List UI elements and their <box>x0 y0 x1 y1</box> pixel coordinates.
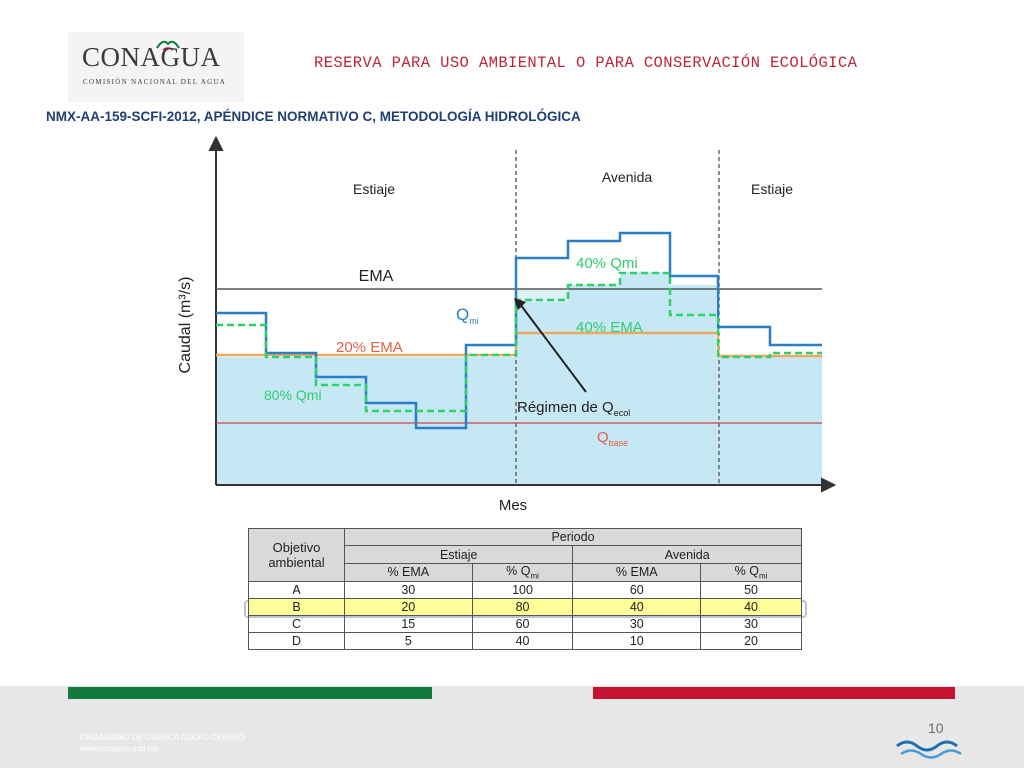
footer-band <box>0 686 1024 768</box>
table-row: C 15 60 30 30 <box>248 615 802 633</box>
period-label-estiaje-left: Estiaje <box>353 181 395 197</box>
annotation-40-qmi: 40% Qmi <box>576 255 638 272</box>
cell-objective: D <box>248 632 345 650</box>
footer-red-bar <box>593 687 955 699</box>
period-label-estiaje-right: Estiaje <box>751 181 793 197</box>
objective-header: Objetivo ambiental <box>248 528 345 582</box>
qbase-label-sub: base <box>609 438 629 448</box>
cell-estiaje-qmi: 40 <box>471 632 574 650</box>
cell-avenida-ema: 10 <box>572 632 702 650</box>
cell-estiaje-qmi: 60 <box>471 615 574 633</box>
col-qmi-sub: mi <box>758 571 768 581</box>
objective-header-line2: ambiental <box>268 555 325 570</box>
col-qmi-sub: mi <box>530 571 539 581</box>
cell-estiaje-ema: 30 <box>344 581 473 599</box>
cell-avenida-qmi: 50 <box>700 581 802 599</box>
qecol-area-upper <box>516 290 716 357</box>
col-header-avenida-ema: % EMA <box>572 562 702 583</box>
qecol-label: Régimen de Qecol <box>517 399 630 418</box>
cell-estiaje-qmi: 80 <box>471 598 574 616</box>
y-axis-label: Caudal (m³/s) <box>177 277 194 374</box>
qmi-label-main: Q <box>456 305 469 324</box>
qecol-label-main: Régimen de Q <box>517 399 614 416</box>
cell-avenida-ema: 40 <box>572 598 702 616</box>
col-header-avenida-qmi: % Qmi <box>700 562 802 583</box>
table-header-row-3: % EMA % Qmi % EMA % Qmi <box>249 562 802 583</box>
qbase-label-main: Q <box>597 429 609 446</box>
col-header-estiaje-ema: % EMA <box>344 562 473 583</box>
annotation-80-qmi: 80% Qmi <box>264 387 322 403</box>
axes <box>208 135 837 493</box>
cell-objective: C <box>248 615 345 633</box>
annotation-40-ema: 40% EMA <box>576 319 643 336</box>
table-row: A 30 100 60 50 <box>248 581 802 599</box>
table-header-row-1: Objetivo ambiental Periodo <box>248 527 802 582</box>
qecol-arrow <box>519 303 587 393</box>
qmi-label: Qmi <box>456 305 479 326</box>
cell-estiaje-ema: 15 <box>344 615 473 633</box>
cell-avenida-qmi: 30 <box>700 615 802 633</box>
cell-estiaje-ema: 20 <box>344 598 473 616</box>
objective-header-line1: Objetivo <box>272 540 321 555</box>
logo-subtext: COMISIÓN NACIONAL DEL AGUA <box>83 78 227 86</box>
hydrological-diagram: Caudal (m³/s) Mes Estiaje Avenida Estiaj… <box>177 135 837 514</box>
x-axis-label: Mes <box>499 497 527 514</box>
conagua-logo: CONAGUA COMISIÓN NACIONAL DEL AGUA <box>68 32 244 102</box>
qbase-label: Qbase <box>597 429 628 448</box>
ema-label: EMA <box>359 268 394 285</box>
qecol-label-sub: ecol <box>614 408 631 418</box>
cell-objective: A <box>248 581 345 599</box>
footer-organization: ORGANISMO DE CUENCA GOLFO CENTRO <box>80 733 245 742</box>
objective-table: Objetivo ambiental Periodo Estiaje Aveni… <box>248 527 802 650</box>
table-header-row-2: Estiaje Avenida <box>249 545 802 564</box>
col-qmi-main: % Q <box>734 564 759 579</box>
col-header-estiaje-qmi: % Qmi <box>471 562 574 583</box>
slide-subtitle: NMX-AA-159-SCFI-2012, APÉNDICE NORMATIVO… <box>46 109 581 124</box>
period-header: Periodo <box>344 527 802 547</box>
col-qmi-main: % Q <box>506 564 531 579</box>
cell-estiaje-qmi: 100 <box>471 581 574 599</box>
eagle-mark-icon <box>156 40 180 51</box>
slide-title: RESERVA PARA USO AMBIENTAL O PARA CONSER… <box>314 54 858 72</box>
page-number: 10 <box>928 720 944 736</box>
qecol-arrowhead <box>514 298 526 310</box>
qmi-label-sub: mi <box>469 316 479 326</box>
logo-wordmark: CONAGUA <box>82 42 221 72</box>
table-row: D 5 40 10 20 <box>248 632 802 650</box>
annotation-20-ema: 20% EMA <box>336 339 403 356</box>
cell-avenida-qmi: 40 <box>700 598 802 616</box>
water-waves-icon <box>896 740 962 759</box>
season-header-estiaje: Estiaje <box>343 545 574 564</box>
cell-estiaje-ema: 5 <box>344 632 473 650</box>
cell-avenida-ema: 60 <box>572 581 702 599</box>
period-label-avenida: Avenida <box>602 169 653 185</box>
cell-objective: B <box>248 598 345 616</box>
cell-avenida-qmi: 20 <box>700 632 802 650</box>
season-header-avenida: Avenida <box>572 545 802 564</box>
footer-green-bar <box>68 687 432 699</box>
footer-website: www.conagua.gob.mx <box>80 744 159 753</box>
cell-avenida-ema: 30 <box>572 615 702 633</box>
table-row-highlighted: B 20 80 40 40 <box>248 598 802 616</box>
